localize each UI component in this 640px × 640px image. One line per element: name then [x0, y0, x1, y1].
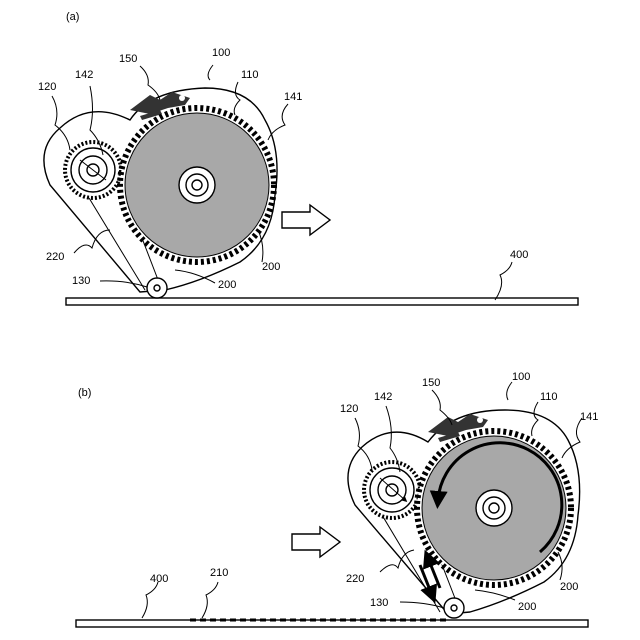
ref-130-a: 130 [72, 275, 90, 287]
ref-100-a: 100 [212, 47, 230, 59]
ref-141-b: 141 [580, 411, 598, 423]
ref-200-a1: 200 [218, 279, 236, 291]
ref-120-a: 120 [38, 81, 56, 93]
tape-roll-110 [120, 108, 274, 262]
ref-220-a: 220 [46, 251, 64, 263]
ref-150-a: 150 [119, 53, 137, 65]
ref-120-b: 120 [340, 403, 358, 415]
panel-a: (a) [38, 11, 578, 305]
ref-110-a: 110 [241, 69, 259, 81]
pulley-120 [65, 142, 121, 198]
tape-roll-110-b [417, 431, 571, 585]
arrow-right-icon-b [292, 527, 340, 557]
ref-142-a: 142 [75, 69, 93, 81]
panel-b-label: (b) [78, 387, 91, 399]
ref-200-b1: 200 [518, 601, 536, 613]
ref-400-a: 400 [510, 249, 528, 261]
panel-b: (b) [76, 371, 598, 627]
arrow-right-icon [282, 205, 330, 235]
roller-130-b [444, 598, 464, 618]
surface-400 [66, 298, 578, 305]
ref-400-b: 400 [150, 573, 168, 585]
ref-110-b: 110 [540, 391, 558, 403]
ref-200-a2: 200 [262, 261, 280, 273]
roller-130 [147, 278, 167, 298]
ref-141-a: 141 [284, 91, 302, 103]
ref-142-b: 142 [374, 391, 392, 403]
ref-210-b: 210 [210, 567, 228, 579]
ref-220-b: 220 [346, 573, 364, 585]
ref-130-b: 130 [370, 597, 388, 609]
pulley-120-b [364, 462, 420, 518]
ref-200-b2: 200 [560, 581, 578, 593]
ref-150-b: 150 [422, 377, 440, 389]
ref-100-b: 100 [512, 371, 530, 383]
panel-a-label: (a) [66, 11, 79, 23]
